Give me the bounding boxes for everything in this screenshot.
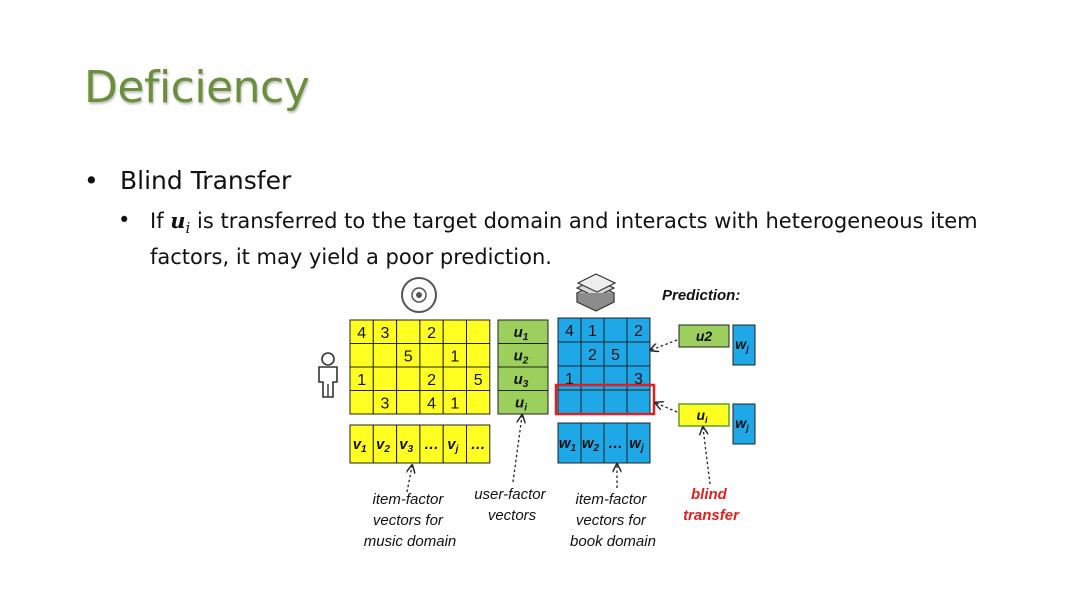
pred-item-wj-label: wj (735, 336, 749, 354)
book-matrix-cell-value: 3 (634, 371, 643, 388)
music-matrix-cell-value: 1 (450, 348, 459, 365)
arrows (407, 339, 711, 493)
music-item-factor-vectors: v1 v2 v3 … vj … (349, 424, 491, 464)
music-matrix-cell-value: 4 (427, 395, 436, 412)
pred-user-ui-label: ui (696, 407, 708, 425)
label-user-factors: user-factor vectors (474, 486, 550, 524)
music-matrix-cell (349, 390, 374, 415)
music-matrix-cell (396, 319, 421, 344)
music-item-vector-label: … (424, 436, 439, 453)
book-item-vector-box (626, 422, 651, 464)
book-matrix-cell (603, 317, 628, 343)
bullet-dot: • (118, 208, 131, 232)
book-matrix-cell (557, 389, 582, 415)
text-suffix: is transferred to the target domain and … (150, 209, 978, 270)
music-matrix-cell-value: 1 (450, 395, 459, 412)
music-item-vector-label: v1 (353, 436, 367, 455)
label-book-items: item-factor vectors for book domain (570, 491, 656, 550)
user-vector-label: u1 (514, 324, 529, 343)
music-item-vector-box (466, 424, 491, 464)
user-factor-vectors: u1 u2 u3 ui (497, 319, 549, 415)
book-matrix-cell (603, 389, 628, 415)
music-matrix-cell (466, 343, 491, 368)
pred-item-wj-box-2 (732, 403, 756, 445)
slide-title: Deficiency (84, 62, 310, 113)
arrow-user-factors (512, 416, 522, 483)
book-matrix-cell-value: 1 (588, 323, 597, 340)
book-item-vector-label: wj (629, 435, 644, 454)
music-item-vector-label: v2 (376, 436, 390, 455)
music-matrix-cell (419, 343, 444, 368)
music-matrix-cell-value: 5 (404, 348, 413, 365)
math-sub-i: i (185, 219, 191, 238)
prediction-label: Prediction: (662, 287, 740, 304)
book-matrix-cell (626, 389, 651, 415)
book-matrix-cell (580, 389, 605, 415)
arrow-to-bottom-pred (656, 403, 678, 413)
user-person-icon (318, 352, 338, 398)
music-matrix-cell (466, 319, 491, 344)
user-vector-label: ui (515, 394, 527, 413)
book-matrix-cell-value: 1 (565, 371, 574, 388)
book-matrix-cell-value: 5 (611, 347, 620, 364)
music-matrix-cell-value: 1 (357, 372, 366, 389)
user-vector-label: u3 (514, 371, 529, 390)
music-item-vector-label: vj (447, 436, 458, 455)
music-matrix-cell (466, 390, 491, 415)
arrow-music-items (407, 466, 412, 493)
prediction-bottom: ui wj (678, 403, 756, 445)
music-matrix-cell-value: 5 (474, 372, 483, 389)
pred-item-wj-box (732, 324, 756, 366)
book-item-vector-label: w2 (582, 435, 600, 454)
music-matrix-cell-value: 3 (380, 325, 389, 342)
bullet-text: Blind Transfer (120, 166, 292, 195)
music-matrix-cell (372, 366, 398, 391)
music-item-vector-label: … (471, 436, 486, 453)
music-matrix-cell (396, 390, 421, 415)
label-blind-transfer: blind transfer (683, 486, 740, 524)
music-matrix-cell-value: 2 (427, 372, 436, 389)
book-matrix-cell-value: 2 (588, 347, 597, 364)
pred-user-u2-box (678, 324, 730, 348)
music-matrix-cell-value: 2 (427, 325, 436, 342)
book-item-vector-label: w1 (559, 435, 577, 454)
bullet-dot: • (84, 166, 99, 195)
music-matrix-cell (442, 319, 467, 344)
book-matrix-cell-value: 4 (565, 323, 574, 340)
prediction-top: u2 wj (678, 324, 756, 366)
book-matrix-cell (580, 365, 605, 391)
book-matrix-cell-value: 2 (634, 323, 643, 340)
book-matrix-cell (603, 365, 628, 391)
music-disc-icon (401, 277, 437, 313)
sub-bullet-text: If ui is transferred to the target domai… (150, 206, 998, 272)
sub-bullet-description: • If ui is transferred to the target dom… (118, 206, 998, 272)
math-u: u (170, 208, 186, 233)
bullet-blind-transfer: • Blind Transfer (84, 166, 291, 195)
books-stack-icon (575, 273, 617, 312)
music-matrix-cell-value: 4 (357, 325, 366, 342)
music-matrix-cell (372, 343, 398, 368)
user-vector-label: u2 (514, 347, 529, 366)
music-matrix-cell (349, 343, 374, 368)
book-item-factor-vectors: w1 w2 … wj (557, 422, 651, 464)
pred-user-u2-label: u2 (696, 328, 713, 344)
pred-item-wj-label-2: wj (735, 415, 749, 433)
music-matrix-cell (442, 366, 467, 391)
arrow-blind-transfer (703, 428, 711, 485)
music-matrix-cell-value: 3 (380, 395, 389, 412)
arrow-to-top-pred (651, 339, 678, 350)
book-item-vector-label: … (608, 435, 623, 452)
music-item-vector-label: v3 (399, 436, 413, 455)
book-matrix-cell (557, 341, 582, 367)
highlight-row-box (554, 383, 656, 416)
label-music-items: item-factor vectors for music domain (364, 491, 457, 550)
book-matrix-cell (626, 341, 651, 367)
music-matrix-cell (396, 366, 421, 391)
text-prefix: If (150, 209, 171, 233)
